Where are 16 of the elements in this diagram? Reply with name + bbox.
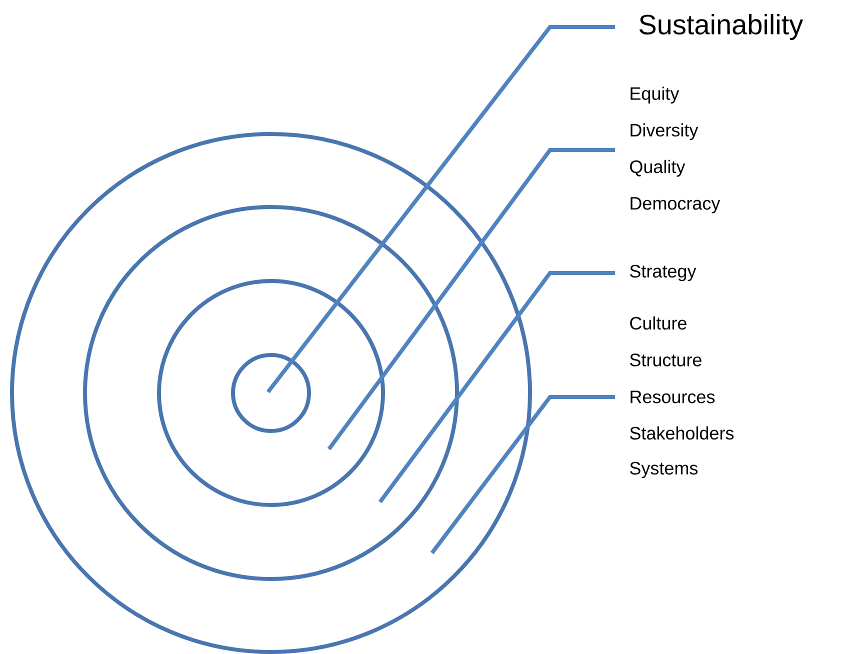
leader-line [430,395,615,554]
leader-line [378,271,615,504]
label-text: Structure [630,354,702,366]
ring [231,353,311,433]
leader-line [327,148,615,450]
ring [157,279,385,507]
word-list: Equity Diversity Quality Democracy [630,86,720,214]
label-text: Resources [630,390,715,404]
label-text: Systems [630,462,698,478]
ring [10,132,532,654]
label-text: Strategy [630,264,696,282]
title-text: Sustainability [639,14,804,40]
label-text: Culture [630,316,686,330]
label-text: Stakeholders [630,426,734,440]
ring [83,205,459,581]
leader-line [266,25,615,394]
